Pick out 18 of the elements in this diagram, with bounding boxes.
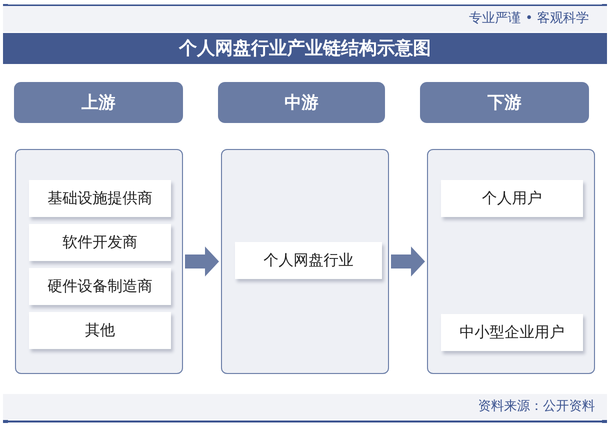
item-box: 中小型企业用户 <box>441 314 583 351</box>
block-arrow <box>185 246 219 276</box>
item-box: 基础设施提供商 <box>29 180 171 217</box>
item-box: 软件开发商 <box>29 224 171 261</box>
source-note: 资料来源：公开资料 <box>478 399 595 415</box>
stage-panel <box>221 149 389 374</box>
slogan-text: 专业严谨 • 客观科学 <box>469 11 589 27</box>
block-arrow <box>391 246 425 276</box>
stage-panel <box>427 149 595 374</box>
item-box: 个人用户 <box>441 180 583 217</box>
stage-panel <box>15 149 183 374</box>
stage-header: 中游 <box>218 82 385 123</box>
stage-header: 上游 <box>14 82 183 123</box>
title-banner: 个人网盘行业产业链结构示意图 <box>3 33 607 64</box>
stage-header: 下游 <box>420 82 589 123</box>
item-box: 其他 <box>29 312 171 349</box>
item-box: 个人网盘行业 <box>235 242 382 279</box>
item-box: 硬件设备制造商 <box>29 268 171 305</box>
